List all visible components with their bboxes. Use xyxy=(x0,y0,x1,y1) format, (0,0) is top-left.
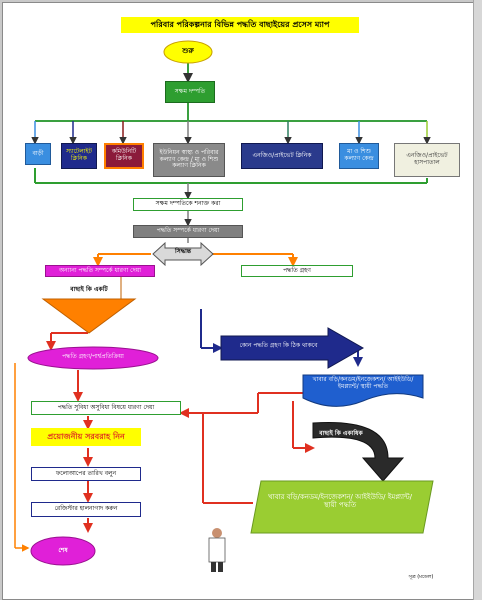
supply-node: প্রয়োজনীয় সরবরাহ নিন xyxy=(31,428,141,446)
page-title: পরিবার পরিকল্পনার বিভিন্ন পদ্ধতি বাছাইয়… xyxy=(121,17,359,33)
other-methods-node: অন্যান্য পদ্ধতি সম্পর্কে ধারণা দেয়া xyxy=(45,265,155,277)
service-ngo-hospital: এনজিও/প্রাইভেট হাসপাতাল xyxy=(394,143,460,177)
end-node: শেষ xyxy=(58,547,68,554)
service-union: ইউনিয়ন স্বাস্থ্য ও পরিবার কল্যাণ কেন্দ্… xyxy=(153,143,225,177)
method-adopt-node: পদ্ধতি গ্রহণ xyxy=(241,265,353,277)
register-node: রেজিস্টার হালনাগাদ করুন xyxy=(31,502,141,517)
couple-node: সক্ষম দম্পতি xyxy=(165,81,215,103)
footer-note: সূত্র (মডেল) xyxy=(408,574,434,580)
identify-node: সক্ষম দম্পতিকে শনাক্ত করা xyxy=(133,198,243,211)
choose-question-2: বাছাই কি একাধিক xyxy=(319,430,363,437)
followup-node: ফলোআপের তারিখ বলুন xyxy=(31,467,141,481)
start-node: শুরু xyxy=(182,47,194,55)
decide-node: সিদ্ধান্ত xyxy=(175,248,191,255)
document-page: পরিবার পরিকল্পনার বিভিন্ন পদ্ধতি বাছাইয়… xyxy=(2,2,474,600)
choose-question: বাছাই কি একটি xyxy=(70,286,108,293)
shortlist-node: পদ্ধতি গ্রহণ/পার্শ্বপ্রতিক্রিয়া xyxy=(62,353,124,360)
keep-method-question: কোন পদ্ধতি গ্রহণ কি ঠিক থাকবে xyxy=(239,342,318,349)
vertical-scrollbar[interactable] xyxy=(473,0,482,600)
service-satellite: স্যাটেলাইট ক্লিনিক xyxy=(61,143,97,169)
connector-layer xyxy=(14,40,434,572)
methods-list-2: খাবার বড়ি/কনডম/ইনজেকশন/ আইইউডি/ ইমপ্ল্য… xyxy=(268,493,412,510)
doctor-figure xyxy=(208,528,226,572)
counsel-node: পদ্ধতি সম্পর্কে ধারণা দেয়া xyxy=(133,225,243,238)
advantages-node: পদ্ধতি সুবিধা অসুবিধা বিষয়ে ধারণা দেয়া xyxy=(31,401,181,415)
service-mcwc: মা ও শিশু কল্যাণ কেন্দ্র xyxy=(339,143,379,169)
methods-list-1: খাবার বড়ি/কনডম/ইনজেকশন/ আইইউডি/ ইমপ্ল্য… xyxy=(312,376,414,390)
service-community: কমিউনিটি ক্লিনিক xyxy=(104,143,144,169)
service-home: বাড়ী xyxy=(25,143,51,165)
service-ngo-clinic: এনজিও/প্রাইভেট ক্লিনিক xyxy=(241,143,323,169)
